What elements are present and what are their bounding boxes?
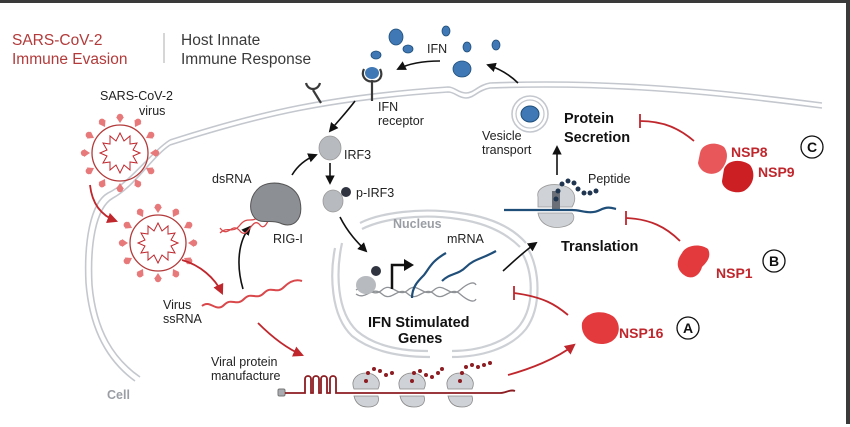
nsp8-inhibition-line (639, 120, 695, 142)
header-left-line2: Immune Evasion (12, 51, 127, 68)
irf3-label: IRF3 (344, 148, 371, 162)
empty-receptor (304, 82, 322, 104)
header: SARS-CoV-2 Immune Evasion Host Innate Im… (12, 32, 311, 68)
nsp1-inhibition-line (625, 217, 681, 242)
receptor-to-irf3-arrow (328, 100, 356, 133)
viral-mrna (285, 375, 516, 394)
dna-helix (355, 282, 477, 302)
phosphate-group (341, 187, 351, 197)
marker-b-circle (762, 249, 786, 273)
header-right-line1: Host Innate (181, 32, 260, 49)
uncoat-arrow (181, 259, 224, 295)
vesicle-outer (511, 95, 549, 133)
transcription-start-arrow (390, 263, 406, 289)
marker-a: A (683, 320, 693, 336)
viral-peptides (364, 361, 492, 383)
mrna-label: mRNA (447, 232, 484, 246)
nsp9-protein (722, 160, 754, 193)
host-mrna (504, 206, 617, 214)
nucleus-envelope (331, 209, 539, 359)
viral-protein-label-line2: manufacture (211, 369, 281, 383)
transcription-phosphate (371, 266, 381, 276)
nsp16-inhibition-line (513, 292, 569, 316)
marker-c: C (807, 139, 817, 155)
ifn-receptor-label-line1: IFN (378, 100, 398, 114)
transcription-arrowhead (404, 259, 414, 271)
marker-a-circle (676, 316, 700, 340)
mrna-export-arrow (502, 241, 538, 272)
peptide-label: Peptide (588, 172, 630, 186)
p-irf3-protein (322, 189, 344, 213)
virus-outside (80, 113, 160, 193)
virus-inside (118, 203, 198, 283)
dsrna-label: dsRNA (212, 172, 252, 186)
virus-label-line2: virus (139, 104, 165, 118)
nsp8-protein (698, 143, 727, 174)
rigi-to-irf3-arrow (291, 153, 318, 176)
nsp16-label: NSP16 (619, 325, 664, 341)
rig-i-label: RIG-I (273, 232, 303, 246)
virus-ssrna-label-line1: Virus (163, 298, 191, 312)
ifn-receptor (361, 67, 383, 101)
viral-rna-cap (277, 388, 286, 397)
vesicle-label-line2: transport (482, 143, 532, 157)
nsp9-label: NSP9 (758, 164, 795, 180)
ssrna-to-rigi-arrow (238, 225, 252, 290)
ribosome-host (537, 184, 576, 228)
ifn-label: IFN (427, 42, 447, 56)
secretion-arrow (486, 62, 519, 84)
vesicle-cargo (520, 105, 540, 123)
viral-ribosomes (352, 372, 474, 408)
peptide-chain (553, 178, 599, 202)
marker-c-circle (800, 135, 824, 159)
cell-membrane (84, 81, 823, 382)
protein-secretion-line1: Protein (564, 111, 614, 127)
isg-label-line2: Genes (398, 331, 442, 347)
p-irf3-to-nucleus-arrow (339, 216, 368, 253)
ifn-binding-arrow (396, 60, 441, 70)
isg-label-line1: IFN Stimulated (368, 315, 470, 331)
viral-protein-label-line1: Viral protein (211, 355, 278, 369)
manufacture-to-nsp-arrow (507, 343, 576, 376)
transcription-factor (356, 276, 376, 294)
vesicle-label-line1: Vesicle (482, 129, 522, 143)
immune-evasion-diagram: SARS-CoV-2 Immune Evasion Host Innate Im… (12, 25, 824, 408)
ssrna-to-manufacture-arrow (257, 322, 304, 357)
header-right-line2: Immune Response (181, 51, 311, 68)
virus-ssrna-label-line2: ssRNA (163, 312, 203, 326)
nsp1-protein (677, 245, 710, 278)
ifn-receptor-label-line2: receptor (378, 114, 424, 128)
translation-label: Translation (561, 239, 638, 255)
nucleus-label: Nucleus (393, 217, 442, 231)
mrna-strand-1 (410, 252, 447, 299)
irf3-protein (318, 135, 342, 161)
protein-secretion-line2: Secretion (564, 130, 630, 146)
virus-ssrna (201, 279, 303, 309)
mrna-strand-2 (441, 250, 497, 282)
p-irf3-label: p-IRF3 (356, 186, 394, 200)
marker-b: B (769, 253, 779, 269)
nsp1-label: NSP1 (716, 265, 753, 281)
virus-label-line1: SARS-CoV-2 (100, 89, 173, 103)
header-left-line1: SARS-CoV-2 (12, 32, 102, 49)
cell-label: Cell (107, 388, 130, 402)
ifn-molecules (370, 25, 501, 78)
rig-i-protein (250, 182, 302, 226)
entry-arrow (89, 184, 119, 224)
vesicle-inner (515, 99, 545, 129)
nsp16-protein (581, 312, 619, 345)
nsp8-label: NSP8 (731, 144, 768, 160)
